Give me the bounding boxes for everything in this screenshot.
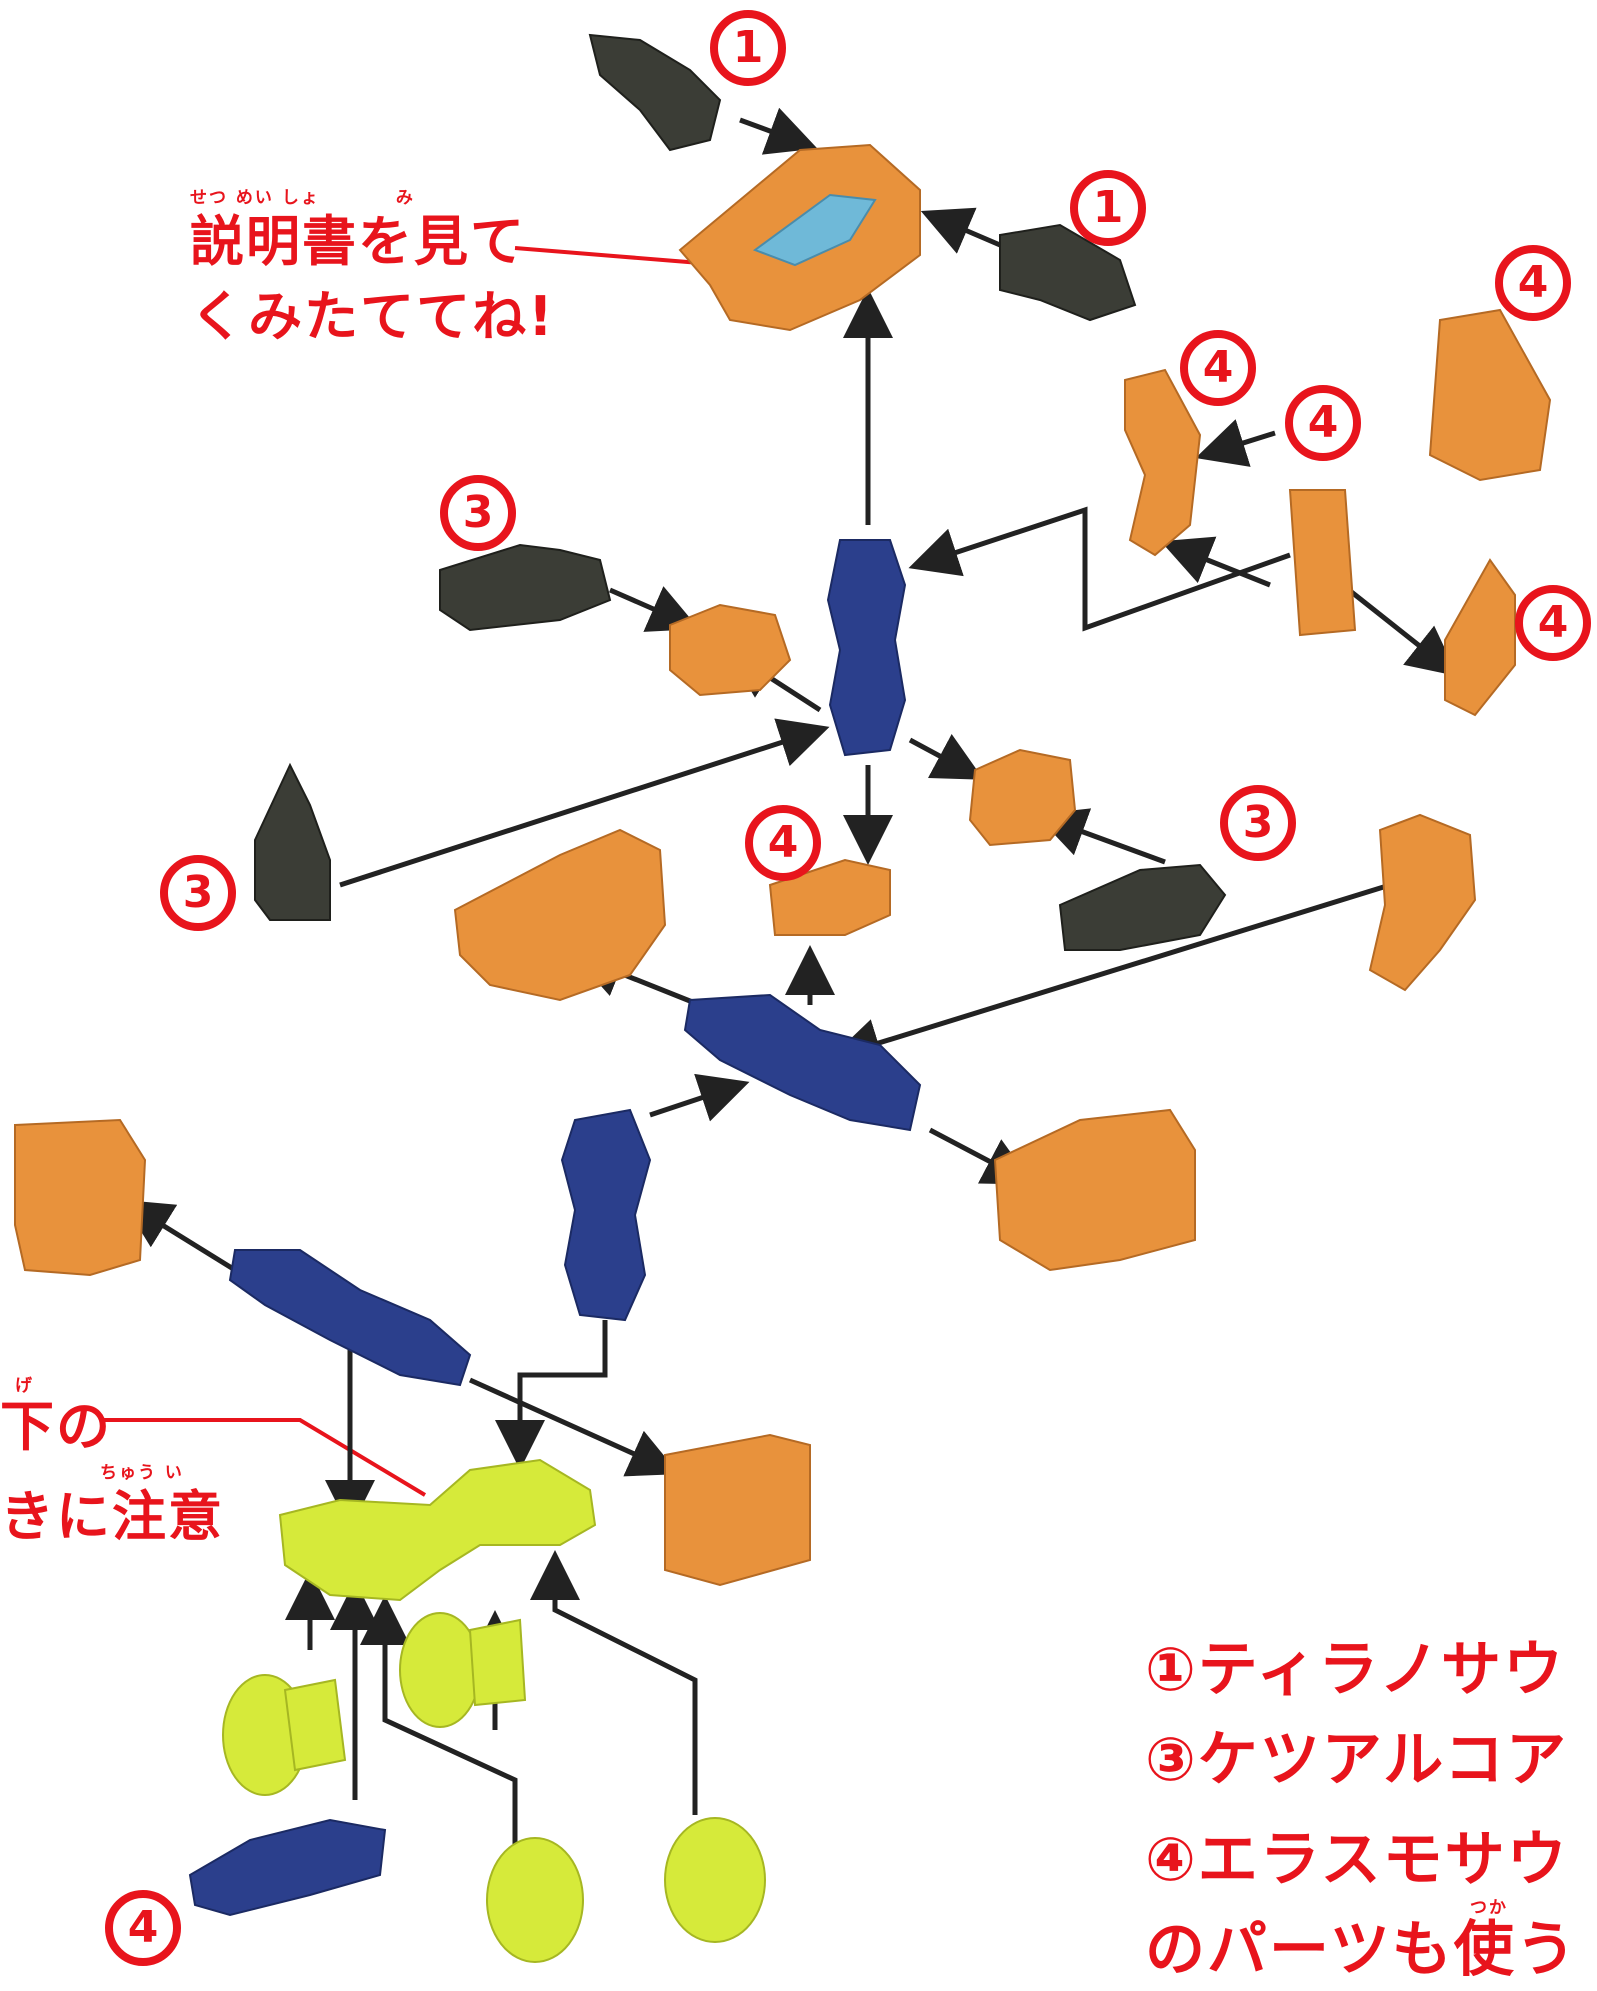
quetzal-cannon-left — [439, 543, 612, 632]
lime-axle-2 — [468, 1618, 527, 1707]
lime-parts — [222, 1458, 766, 1963]
navy-spine-lower — [560, 1108, 652, 1322]
part-number-3-left: 3 — [440, 475, 516, 551]
orient-callout-line2: きに注意 — [0, 1485, 224, 1548]
part-number-4-bar: 4 — [1285, 385, 1361, 461]
head-visor — [752, 193, 877, 267]
elasmo-block-small — [768, 858, 891, 936]
tyranno-claw-part-top — [588, 33, 722, 152]
legend-line2: ③ケツアルコア — [1145, 1725, 1569, 1795]
tyranno-claw-part-right — [999, 223, 1137, 322]
quetzal-cannon-right — [1058, 863, 1227, 951]
callout-lines — [100, 246, 701, 1497]
orange-foot-right — [664, 1433, 811, 1587]
navy-small-bar — [188, 1818, 387, 1917]
quetzal-joint-right — [968, 748, 1077, 847]
navy-spine-mid — [683, 993, 922, 1132]
orange-leg-right — [993, 1108, 1196, 1272]
legend-line4: のパーツも使う — [1145, 1915, 1578, 1985]
part-number-4-right: 4 — [1515, 585, 1591, 661]
elasmo-horn-bottom — [1444, 558, 1516, 717]
legend-line3: ④エラスモサウ — [1145, 1825, 1569, 1895]
lime-wheel-4 — [664, 1817, 766, 1943]
manual-callout-line1: 説明書を見て — [190, 210, 526, 273]
lime-wheel-3 — [486, 1837, 584, 1963]
part-number-4-mid: 4 — [745, 805, 821, 881]
legend-line1: ①ティラノサウ — [1145, 1635, 1566, 1705]
manual-callout-line2: くみたててね! — [190, 285, 555, 348]
part-number-4-horn: 4 — [1180, 330, 1256, 406]
orange-foot-left — [14, 1118, 147, 1277]
lime-axle-1 — [283, 1678, 347, 1772]
orient-ruby-top: げ — [15, 1376, 34, 1396]
part-number-1-top: 1 — [710, 10, 786, 86]
navy-spine-top — [826, 539, 907, 757]
lime-wheel-2 — [399, 1612, 481, 1728]
quetzal-tail-piece — [254, 762, 331, 921]
orange-truck-part — [453, 828, 667, 1002]
dark-grey-parts — [254, 33, 1227, 951]
orient-ruby-bottom: ちゅう い — [100, 1463, 184, 1483]
elasmo-horn-top — [1428, 308, 1552, 482]
orange-arm-right — [1368, 813, 1477, 992]
lime-chassis — [278, 1458, 597, 1602]
part-number-4-bottom: 4 — [105, 1890, 181, 1966]
part-number-4-top: 4 — [1495, 245, 1571, 321]
part-number-3-right: 3 — [1220, 785, 1296, 861]
elasmo-horn-left — [1124, 368, 1202, 557]
orange-parts — [14, 143, 1552, 1587]
navy-leg-bar — [228, 1249, 472, 1387]
part-number-3-tail: 3 — [160, 855, 236, 931]
part-number-1-right: 1 — [1070, 170, 1146, 246]
elasmo-body-bar — [1288, 489, 1357, 637]
orient-callout-line1: 下の — [0, 1395, 112, 1458]
manual-ruby: せつ めい しょ み — [190, 188, 415, 208]
legend-ruby: つか — [1470, 1898, 1508, 1918]
navy-parts — [188, 539, 922, 1917]
quetzal-joint-left — [669, 603, 792, 697]
